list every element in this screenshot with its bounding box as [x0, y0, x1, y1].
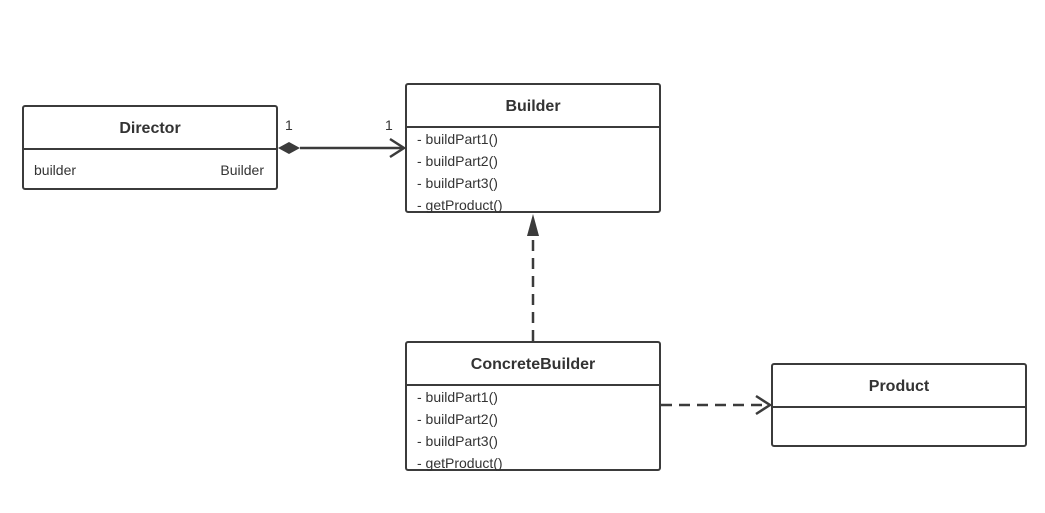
attribute-row: builder Builder [24, 150, 276, 190]
method-item: - buildPart1() [417, 131, 498, 147]
composition-diamond-icon [278, 142, 300, 154]
triangle-arrowhead-icon [527, 214, 539, 236]
class-product[interactable]: Product [771, 363, 1027, 447]
method-item: - buildPart3() [417, 433, 498, 449]
open-arrowhead-icon [755, 394, 773, 416]
attribute-type: Builder [220, 162, 264, 178]
dependency-connector[interactable] [661, 394, 773, 416]
class-name: Director [24, 107, 276, 150]
realization-connector[interactable] [527, 214, 539, 341]
class-name: Product [773, 365, 1025, 408]
class-attributes: builder Builder [24, 150, 276, 190]
multiplicity-builder: 1 [385, 117, 393, 133]
method-item: - getProduct() [417, 455, 503, 471]
composition-connector[interactable] [278, 137, 407, 159]
method-item: - buildPart1() [417, 389, 498, 405]
class-director[interactable]: Director builder Builder [22, 105, 278, 190]
attribute-name: builder [34, 162, 77, 178]
method-item: - buildPart2() [417, 153, 498, 169]
open-arrowhead-icon [389, 137, 407, 159]
class-methods: - buildPart1() - buildPart2() - buildPar… [407, 128, 659, 216]
multiplicity-director: 1 [285, 117, 293, 133]
class-name: ConcreteBuilder [407, 343, 659, 386]
method-item: - getProduct() [417, 197, 503, 213]
class-concrete-builder[interactable]: ConcreteBuilder - buildPart1() - buildPa… [405, 341, 661, 471]
class-builder[interactable]: Builder - buildPart1() - buildPart2() - … [405, 83, 661, 213]
class-methods: - buildPart1() - buildPart2() - buildPar… [407, 386, 659, 474]
method-item: - buildPart3() [417, 175, 498, 191]
method-item: - buildPart2() [417, 411, 498, 427]
class-name: Builder [407, 85, 659, 128]
